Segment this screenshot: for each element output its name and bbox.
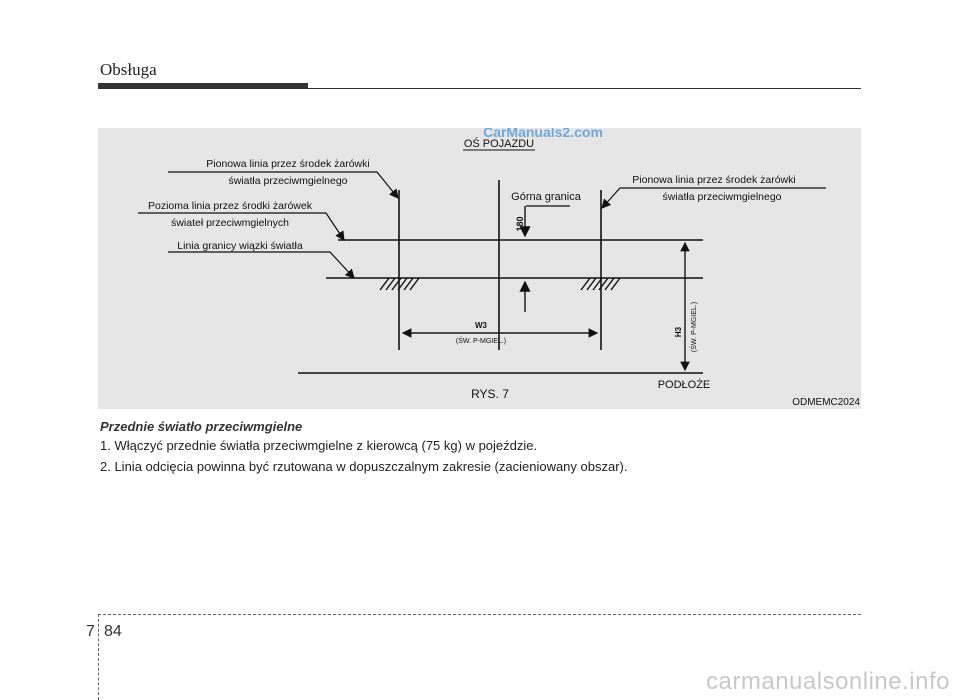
- label-upper-limit: Górna granica: [511, 191, 582, 203]
- figure-code: ODMEMC2024: [792, 397, 860, 408]
- step-2: 2. Linia odcięcia powinna być rzutowana …: [100, 459, 628, 474]
- label-w3-sub: (ŚW. P-MGIEL.): [456, 336, 506, 345]
- header-rule: [98, 88, 861, 89]
- section-title: Obsługa: [100, 60, 157, 79]
- footer-dash-horizontal: [98, 614, 861, 615]
- label-ground: PODŁOŻE: [658, 378, 711, 391]
- label-watermark-top: CarManuals2.com: [483, 128, 603, 140]
- label-h3-sub: (ŚW. P-MGIEL.): [689, 302, 698, 352]
- figure-label: RYS. 7: [471, 387, 509, 401]
- label-vertical-right-2: światła przeciwmgielnego: [662, 191, 781, 203]
- label-horizontal-2: świateł przeciwmgielnych: [171, 217, 289, 229]
- fog-light-diagram: OŚ POJAZDU CarManuals2.com Pionowa linia…: [98, 128, 861, 409]
- footer-dash-vertical: [98, 614, 99, 700]
- chapter-number: 7: [86, 623, 95, 640]
- label-vertical-left-1: Pionowa linia przez środek żarówki: [206, 158, 369, 170]
- diagram-svg: OŚ POJAZDU CarManuals2.com Pionowa linia…: [138, 128, 860, 408]
- step-1: 1. Włączyć przednie światła przeciwmgiel…: [100, 438, 538, 453]
- hatch-right: [580, 277, 621, 291]
- header-bar: [98, 83, 308, 89]
- label-w3: W3: [475, 321, 488, 330]
- leader-horizontal: [138, 212, 345, 241]
- leader-vertical-left: [168, 171, 399, 199]
- label-vertical-left-2: światła przeciwmgielnego: [228, 175, 347, 187]
- watermark-bottom: carmanualsonline.info: [706, 668, 950, 695]
- page-number: 84: [104, 623, 122, 640]
- hatch-left: [379, 277, 420, 291]
- label-vehicle-axis: OŚ POJAZDU: [464, 137, 534, 150]
- leader-vertical-right: [601, 187, 826, 209]
- label-horizontal-1: Pozioma linia przez środki żarówek: [148, 200, 313, 212]
- label-dim-180: 180: [515, 216, 525, 231]
- caption-title: Przednie światło przeciwmgielne: [100, 419, 303, 434]
- label-h3: H3: [674, 326, 683, 337]
- label-vertical-right-1: Pionowa linia przez środek żarówki: [632, 174, 795, 186]
- leader-cutoff: [168, 251, 355, 279]
- label-cutoff: Linia granicy wiązki światła: [177, 240, 303, 252]
